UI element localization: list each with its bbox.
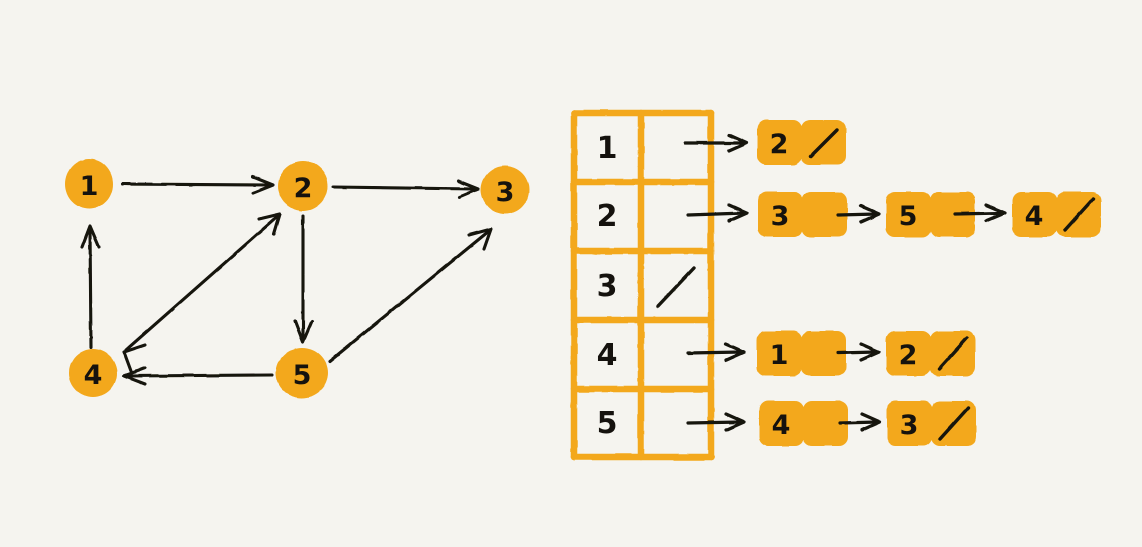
- ll-link-2-0-to-2-1: [836, 204, 881, 224]
- edge-5-to-4: [122, 366, 274, 386]
- graph-node-5[interactable]: 5: [276, 348, 328, 398]
- table-pointer-arrow-row-2: [686, 203, 749, 223]
- ll-node-2-0-value: 3: [771, 201, 790, 232]
- ll-link-2-1-to-2-2: [953, 203, 1007, 223]
- ll-node-2-2[interactable]: 4: [1012, 192, 1101, 237]
- adjacency-table-index-labels: 1 2 3 4 5: [597, 131, 618, 441]
- ll-node-4-1[interactable]: 2: [886, 331, 975, 376]
- ll-node-4-1-null-slash: [937, 336, 969, 371]
- graph-node-1[interactable]: 1: [65, 159, 113, 209]
- graph-node-4[interactable]: 4: [69, 349, 117, 397]
- ll-node-5-0[interactable]: 4: [759, 401, 848, 446]
- ll-node-5-1[interactable]: 3: [887, 401, 976, 446]
- table-pointer-arrow-row-5: [686, 412, 746, 432]
- ll-node-4-0-value: 1: [770, 340, 789, 371]
- ll-node-5-0-value: 4: [772, 410, 791, 441]
- linked-list-row-1: 2: [757, 120, 846, 165]
- ll-node-2-1-value: 5: [899, 201, 918, 232]
- graph-edges: [80, 175, 493, 386]
- linked-list-row-5: 4 3: [759, 401, 976, 446]
- table-pointer-arrow-row-4: [686, 342, 746, 362]
- ll-node-1-0[interactable]: 2: [757, 120, 846, 165]
- edge-4-to-1: [80, 224, 101, 350]
- graph-node-3[interactable]: 3: [481, 166, 529, 214]
- ll-node-2-2-null-slash: [1063, 197, 1095, 232]
- ll-node-2-0[interactable]: 3: [758, 192, 847, 237]
- table-pointer-arrows: [683, 133, 749, 432]
- graph-node-2-label: 2: [294, 173, 313, 204]
- adjacency-table: [570, 109, 715, 461]
- ll-node-1-0-value: 2: [770, 129, 789, 160]
- edge-2-to-5: [293, 214, 314, 344]
- ll-node-1-0-null-slash: [809, 128, 839, 158]
- ll-node-5-1-null-slash: [938, 406, 970, 441]
- ll-node-2-1[interactable]: 5: [886, 192, 975, 237]
- table-row-3-null-slash: [656, 266, 696, 308]
- graph-node-3-label: 3: [496, 177, 515, 208]
- ll-node-5-1-value: 3: [900, 410, 919, 441]
- graph-node-2[interactable]: 2: [278, 161, 328, 211]
- graph-node-1-label: 1: [80, 171, 99, 202]
- edge-5-to-3: [328, 227, 493, 363]
- table-row-index-4: 4: [597, 338, 618, 373]
- edge-2-to-4-bidirectional: [122, 212, 282, 373]
- ll-node-2-2-value: 4: [1025, 201, 1044, 232]
- ll-link-4-0-to-4-1: [836, 342, 881, 362]
- ll-node-4-1-value: 2: [899, 340, 918, 371]
- graph-node-4-label: 4: [84, 360, 103, 391]
- graph-nodes: 1 2 3 4 5: [65, 159, 529, 398]
- graph-node-5-label: 5: [293, 360, 312, 391]
- table-row-index-1: 1: [597, 131, 618, 166]
- edge-1-to-2: [120, 175, 275, 195]
- linked-list-row-2: 3 5 4: [758, 192, 1101, 237]
- edge-2-to-3: [331, 179, 480, 199]
- table-row-index-2: 2: [597, 199, 618, 234]
- table-pointer-arrow-row-1: [683, 133, 749, 153]
- table-row-index-3: 3: [597, 269, 618, 304]
- linked-list-row-4: 1 2: [757, 331, 975, 376]
- table-row-index-5: 5: [597, 406, 618, 441]
- ll-link-5-0-to-5-1: [838, 412, 882, 432]
- ll-node-4-0[interactable]: 1: [757, 331, 846, 376]
